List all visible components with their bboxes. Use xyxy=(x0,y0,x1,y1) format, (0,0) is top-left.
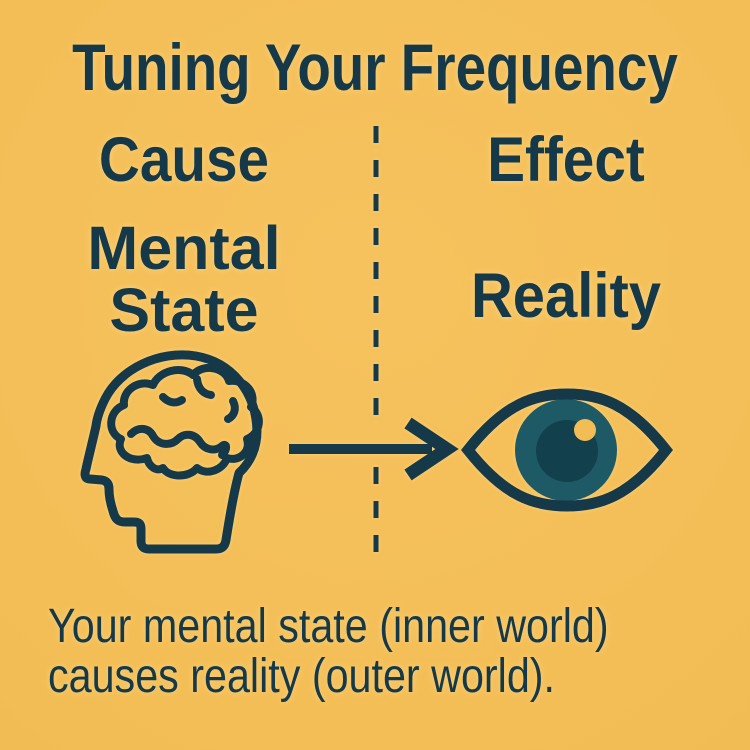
effect-header: Effect xyxy=(487,125,645,195)
arrow-right-icon xyxy=(289,417,459,481)
page-title: Tuning Your Frequency xyxy=(72,30,678,104)
caption-line1: Your mental state (inner world) xyxy=(48,600,609,653)
mental-state-line2: State xyxy=(109,276,259,344)
caption-line2: causes reality (outer world). xyxy=(48,650,556,703)
mental-state-line1: Mental xyxy=(87,214,281,282)
eye-icon xyxy=(460,388,674,512)
reality-label: Reality xyxy=(470,261,662,331)
head-with-brain-icon xyxy=(80,350,263,554)
mental-state-label: Mental State xyxy=(0,217,368,341)
caption: Your mental state (inner world) causes r… xyxy=(48,602,609,702)
cause-header: Cause xyxy=(98,125,270,195)
